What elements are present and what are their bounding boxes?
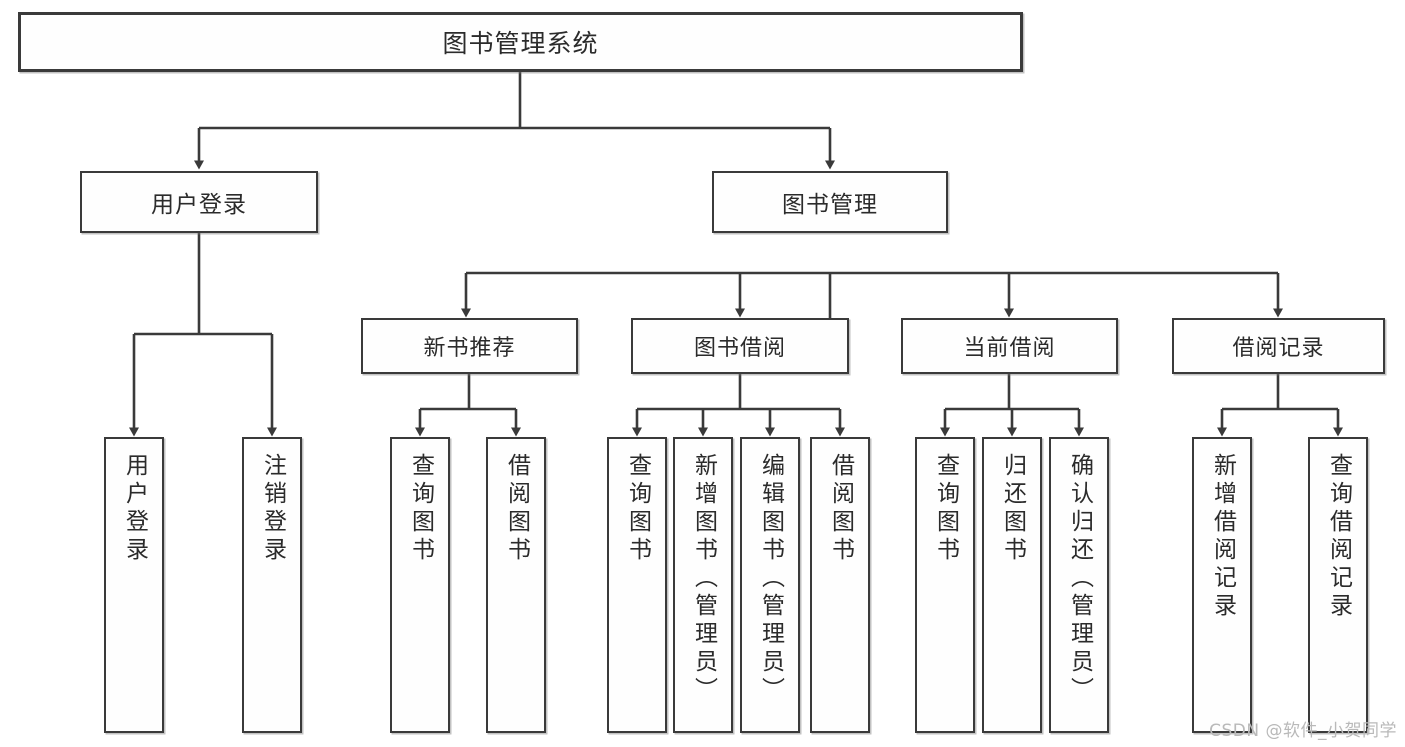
leaf-book-borrow-edit[interactable]: 编辑图书（管理员）: [740, 437, 800, 733]
node-book-borrow-label: 图书借阅: [693, 336, 786, 361]
leaf-new-book-query[interactable]: 查询图书: [390, 437, 450, 733]
node-new-book-recommend[interactable]: 新书推荐: [361, 318, 578, 374]
node-root[interactable]: 图书管理系统: [18, 12, 1023, 72]
leaf-label: 借阅图书: [503, 453, 530, 565]
leaf-book-borrow-add[interactable]: 新增图书（管理员）: [673, 437, 733, 733]
watermark: CSDN @软件_小贺同学: [1209, 721, 1397, 741]
leaf-label: 借阅图书: [827, 453, 854, 565]
node-book-management[interactable]: 图书管理: [712, 171, 948, 233]
leaf-label: 查询图书: [932, 453, 959, 565]
leaf-current-borrow-confirm-return[interactable]: 确认归还（管理员）: [1049, 437, 1109, 733]
leaf-new-book-borrow[interactable]: 借阅图书: [486, 437, 546, 733]
leaf-user-login-login[interactable]: 用户登录: [104, 437, 164, 733]
leaf-label: 查询图书: [407, 453, 434, 565]
leaf-label: 确认归还（管理员）: [1066, 453, 1093, 705]
leaf-label: 归还图书: [999, 453, 1026, 565]
node-current-borrow-label: 当前借阅: [963, 336, 1056, 361]
leaf-borrow-record-query[interactable]: 查询借阅记录: [1308, 437, 1368, 733]
node-new-book-recommend-label: 新书推荐: [423, 336, 516, 361]
node-book-borrow[interactable]: 图书借阅: [631, 318, 849, 374]
leaf-label: 新增图书（管理员）: [690, 453, 717, 705]
leaf-label: 查询借阅记录: [1325, 453, 1352, 621]
leaf-current-borrow-return[interactable]: 归还图书: [982, 437, 1042, 733]
leaf-borrow-record-add[interactable]: 新增借阅记录: [1192, 437, 1252, 733]
leaf-label: 编辑图书（管理员）: [757, 453, 784, 705]
leaf-label: 新增借阅记录: [1209, 453, 1236, 621]
leaf-book-borrow-borrow[interactable]: 借阅图书: [810, 437, 870, 733]
node-user-login-label: 用户登录: [151, 192, 247, 218]
leaf-label: 查询图书: [624, 453, 651, 565]
node-user-login[interactable]: 用户登录: [80, 171, 318, 233]
node-root-label: 图书管理系统: [442, 29, 599, 58]
node-borrow-record-label: 借阅记录: [1232, 336, 1325, 361]
leaf-user-login-logout[interactable]: 注销登录: [242, 437, 302, 733]
leaf-current-borrow-query[interactable]: 查询图书: [915, 437, 975, 733]
node-book-management-label: 图书管理: [782, 192, 878, 218]
node-current-borrow[interactable]: 当前借阅: [901, 318, 1118, 374]
leaf-label: 注销登录: [259, 453, 286, 565]
leaf-label: 用户登录: [121, 453, 148, 565]
leaf-book-borrow-query[interactable]: 查询图书: [607, 437, 667, 733]
node-borrow-record[interactable]: 借阅记录: [1172, 318, 1385, 374]
